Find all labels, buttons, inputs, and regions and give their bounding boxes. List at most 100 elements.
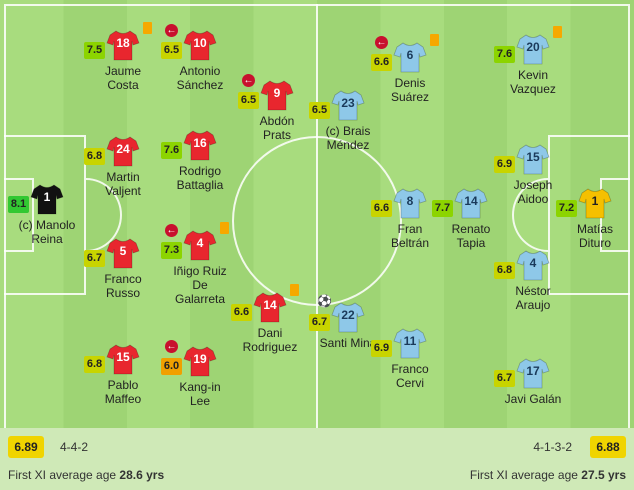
player-rating: 6.6	[371, 200, 392, 217]
shirt-icon	[393, 328, 427, 359]
shirt-number: 16	[193, 136, 207, 150]
home-player[interactable]: 10 6.5 ← Antonio Sánchez	[155, 24, 245, 92]
shirt-icon	[183, 230, 217, 261]
player-rating: 6.8	[84, 148, 105, 165]
player-name: Iñigo Ruiz De Galarreta	[173, 264, 227, 306]
footer: 6.89 4-4-2 4-1-3-2 6.88 First XI average…	[0, 428, 634, 490]
shirt-icon	[454, 188, 488, 219]
shirt-number: 22	[341, 308, 355, 322]
shirt-icon	[578, 188, 612, 219]
player-name: Néstor Araujo	[515, 284, 551, 312]
player-name: Pablo Maffeo	[104, 378, 142, 406]
home-player[interactable]: 19 6.0 ← Kang-in Lee	[155, 340, 245, 408]
player-name: Kevin Vazquez	[510, 68, 556, 96]
player-rating: 6.0	[161, 358, 182, 375]
player-rating: 8.1	[8, 196, 29, 213]
right-penalty-box	[548, 135, 630, 295]
player-rating: 7.7	[432, 200, 453, 217]
shirt-number: 14	[263, 298, 277, 312]
player-rating: 7.6	[494, 46, 515, 63]
shirt-icon	[183, 30, 217, 61]
shirt-number: 15	[116, 350, 130, 364]
shirt-icon	[253, 292, 287, 323]
shirt-number: 9	[273, 86, 281, 100]
shirt-icon	[331, 90, 365, 121]
shirt-icon	[183, 346, 217, 377]
player-rating: 6.5	[161, 42, 182, 59]
away-avg-rating: 6.88	[590, 436, 626, 458]
yellow-card-icon	[220, 222, 229, 234]
home-age-label: First XI average age	[8, 468, 117, 482]
away-age: First XI average age 27.5 yrs	[470, 468, 626, 482]
shirt-number: 10	[193, 36, 207, 50]
left-penalty-box	[4, 135, 86, 295]
shirt-number: 14	[464, 194, 478, 208]
player-rating: 7.2	[556, 200, 577, 217]
shirt-number: 4	[196, 236, 204, 250]
player-shirt: 10 6.5 ←	[161, 24, 217, 62]
substitution-icon: ←	[165, 340, 178, 353]
away-formation: 4-1-3-2	[533, 440, 572, 454]
shirt-icon	[393, 42, 427, 73]
shirt-number: 17	[526, 364, 540, 378]
shirt-icon	[30, 184, 64, 215]
player-name: Santi Mina	[319, 336, 377, 350]
home-avg-rating: 6.89	[8, 436, 44, 458]
player-name: Javi Galán	[504, 392, 562, 406]
shirt-number: 23	[341, 96, 355, 110]
player-rating: 6.8	[494, 262, 515, 279]
away-age-label: First XI average age	[469, 468, 578, 482]
player-rating: 6.6	[371, 54, 392, 71]
yellow-card-icon	[143, 22, 152, 34]
shirt-number: 4	[529, 256, 537, 270]
shirt-number: 8	[406, 194, 414, 208]
substitution-icon: ←	[165, 24, 178, 37]
player-name: Antonio Sánchez	[176, 64, 224, 92]
player-name: Kang-in Lee	[179, 380, 221, 408]
shirt-icon	[260, 80, 294, 111]
shirt-icon	[106, 136, 140, 167]
center-circle	[232, 136, 402, 306]
shirt-number: 18	[116, 36, 130, 50]
shirt-icon	[106, 238, 140, 269]
player-rating: 6.7	[494, 370, 515, 387]
player-rating: 6.5	[238, 92, 259, 109]
shirt-number: 1	[43, 190, 51, 204]
shirt-icon	[516, 144, 550, 175]
player-name: Jaume Costa	[104, 64, 142, 92]
player-name: Fran Beltrán	[390, 222, 430, 250]
shirt-number: 19	[193, 352, 207, 366]
